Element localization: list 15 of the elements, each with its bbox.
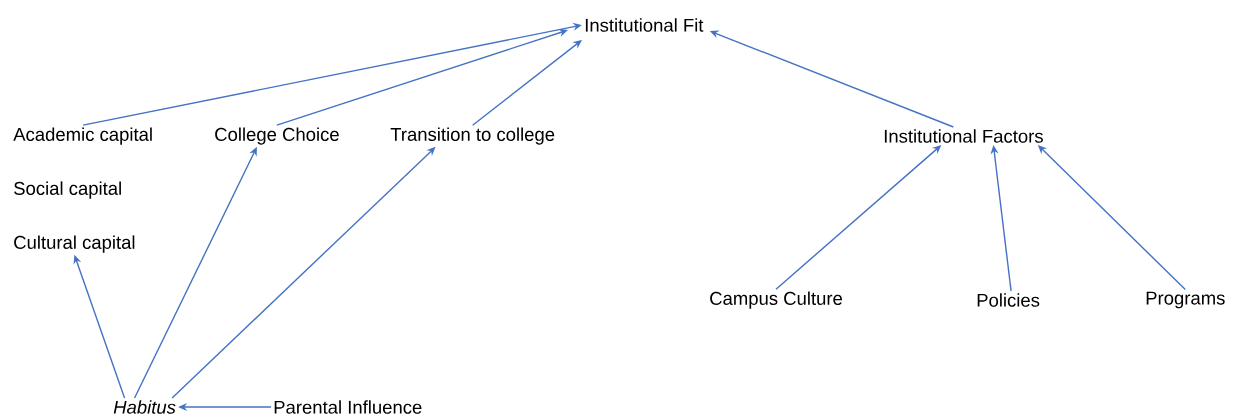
label-text: College Choice bbox=[215, 127, 339, 145]
arrow bbox=[276, 28, 568, 126]
label-text: Academic capital bbox=[13, 127, 152, 145]
label-text: Social capital bbox=[14, 181, 121, 199]
label-text: Institutional Fit bbox=[585, 18, 704, 32]
label-text: Transition to college bbox=[390, 127, 555, 145]
label-text: Habitus bbox=[113, 400, 176, 414]
label-text: Campus Culture bbox=[710, 291, 842, 309]
label-text: Parental Influence bbox=[274, 400, 422, 414]
arrow bbox=[471, 40, 582, 126]
arrow bbox=[82, 22, 582, 126]
label-text: Programs bbox=[1146, 291, 1225, 309]
label-text: Cultural capital bbox=[14, 235, 135, 253]
label-text: Policies bbox=[977, 293, 1040, 307]
label-text: Institutional Factors bbox=[884, 129, 1043, 143]
